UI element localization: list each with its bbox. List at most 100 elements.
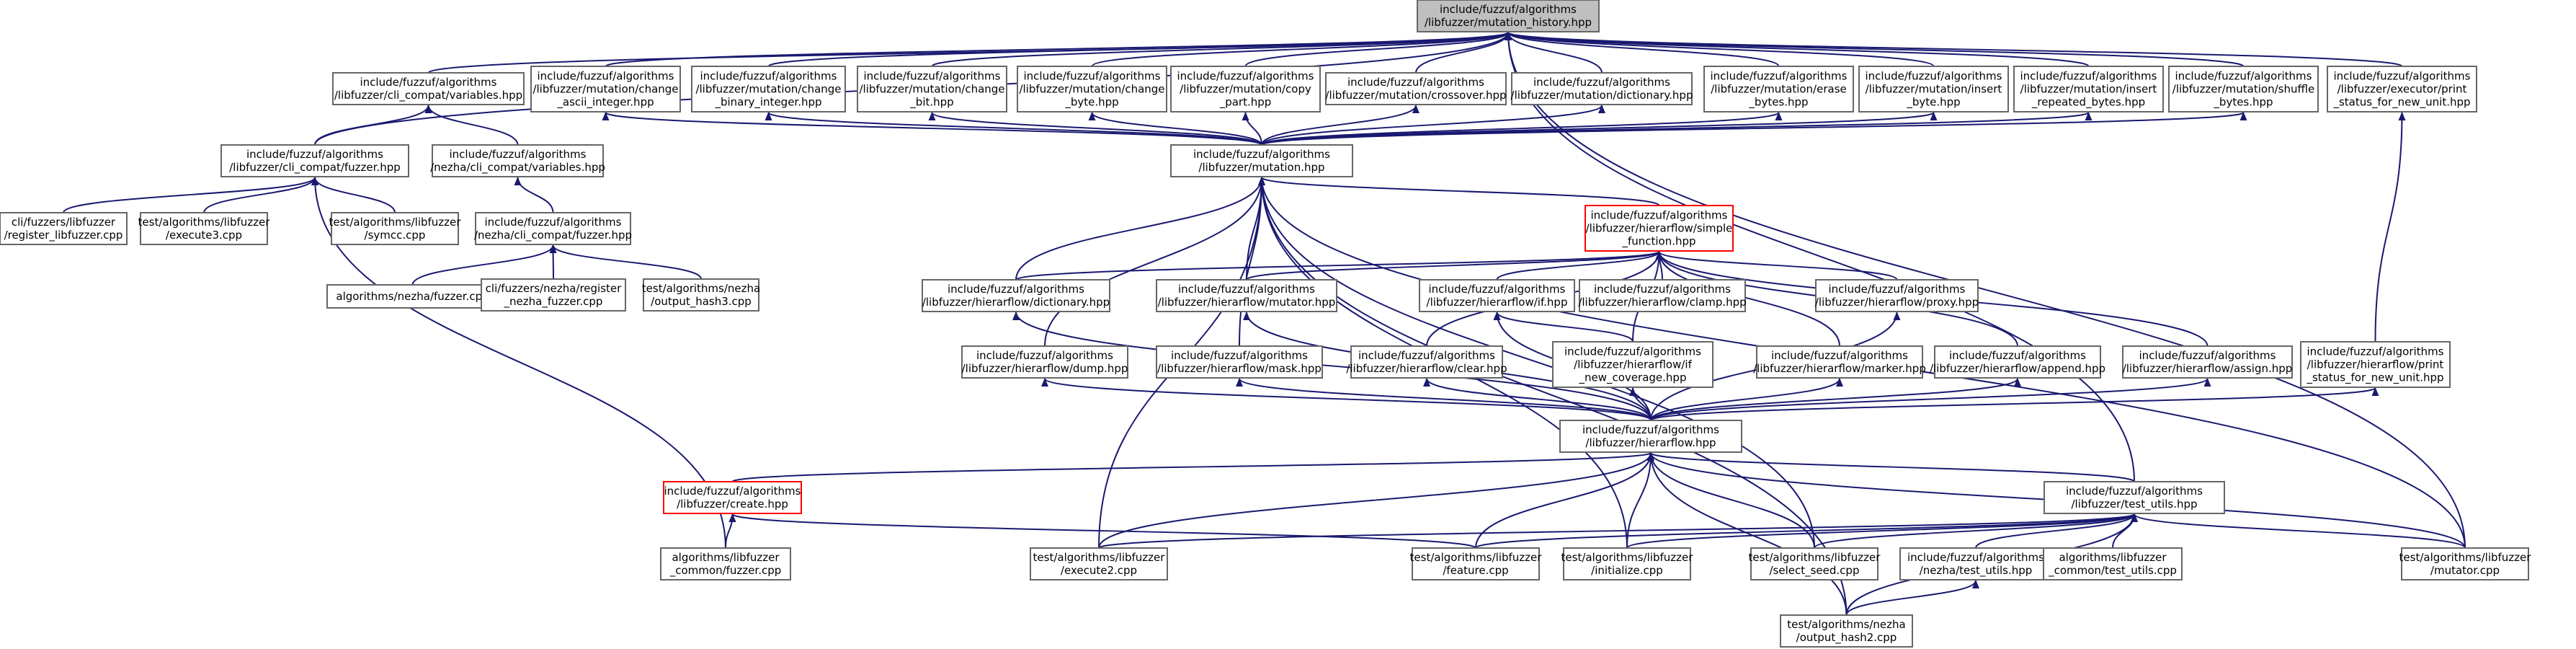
edge-test_feature-to-test_utils_hpp	[1475, 513, 2138, 549]
node-simple_function[interactable]: include/fuzzuf/algorithms/libfuzzer/hier…	[1585, 205, 1734, 252]
edge-test_select_seed-to-mutation	[1258, 177, 1815, 549]
node-box	[2043, 547, 2183, 580]
edge-mutation-to-m_shuffle_bytes	[1261, 112, 2247, 146]
node-label-line: /libfuzzer/hierarflow/dictionary.hpp	[922, 296, 1110, 309]
edge-hierarflow-to-hf_assign	[1650, 378, 2211, 421]
node-test_output_hash2[interactable]: test/algorithms/nezha/output_hash2.cpp	[1780, 614, 1913, 648]
node-label-line: _new_coverage.hpp	[1579, 371, 1687, 385]
node-label-line: include/fuzzuf/algorithms	[450, 148, 587, 161]
node-box	[663, 481, 802, 514]
node-label-line: /symcc.cpp	[365, 229, 426, 242]
node-label-line: algorithms/libfuzzer	[672, 551, 780, 564]
node-label-line: include/fuzzuf/algorithms	[1171, 349, 1308, 362]
node-box	[2044, 481, 2225, 514]
node-hf_marker[interactable]: include/fuzzuf/algorithms/libfuzzer/hier…	[1753, 345, 1926, 379]
edge-test_initialize-to-hierarflow	[1626, 452, 1654, 549]
node-label-line: test/algorithms/libfuzzer	[329, 216, 462, 229]
node-box	[1156, 279, 1337, 312]
node-label-line: _common/test_utils.cpp	[2048, 564, 2177, 578]
node-label-line: /libfuzzer/mutation/dictionary.hpp	[1511, 89, 1693, 102]
node-label-line: include/fuzzuf/algorithms	[1533, 76, 1670, 89]
node-label-line: include/fuzzuf/algorithms	[1594, 283, 1731, 296]
node-m_change_bit[interactable]: include/fuzzuf/algorithms/libfuzzer/muta…	[857, 66, 1007, 112]
node-cli_fuzzer[interactable]: include/fuzzuf/algorithms/libfuzzer/cli_…	[220, 144, 409, 177]
node-m_change_byte[interactable]: include/fuzzuf/algorithms/libfuzzer/muta…	[1017, 66, 1167, 112]
node-test_feature[interactable]: test/algorithms/libfuzzer/feature.cpp	[1410, 547, 1543, 580]
node-libfuzzer_common_test_utils[interactable]: algorithms/libfuzzer_common/test_utils.c…	[2043, 547, 2183, 580]
node-box	[1858, 66, 2009, 112]
node-box	[1563, 547, 1691, 580]
node-label-line: include/fuzzuf/algorithms	[1178, 283, 1315, 296]
node-test_initialize[interactable]: test/algorithms/libfuzzer/initialize.cpp	[1561, 547, 1694, 580]
edge-hf_dictionary-to-mutation	[1015, 177, 1265, 281]
node-test_execute2[interactable]: test/algorithms/libfuzzer/execute2.cpp	[1030, 547, 1168, 580]
node-hf_clamp[interactable]: include/fuzzuf/algorithms/libfuzzer/hier…	[1578, 279, 1747, 312]
node-box	[1156, 345, 1323, 379]
node-label-line: include/fuzzuf/algorithms	[1711, 70, 1848, 83]
node-hierarflow[interactable]: include/fuzzuf/algorithms/libfuzzer/hier…	[1559, 420, 1742, 453]
node-hf_if_new_coverage[interactable]: include/fuzzuf/algorithms/libfuzzer/hier…	[1552, 341, 1713, 388]
node-label-line: /libfuzzer/create.hpp	[677, 498, 788, 511]
node-mutation_history[interactable]: include/fuzzuf/algorithms/libfuzzer/muta…	[1417, 0, 1600, 32]
edge-m_change_bit-to-mutation_history	[931, 32, 1512, 67]
node-box	[1585, 205, 1734, 252]
edge-hf_if-to-simple_function	[1496, 251, 1663, 281]
node-hf_proxy[interactable]: include/fuzzuf/algorithms/libfuzzer/hier…	[1815, 279, 1979, 312]
node-m_copy_part[interactable]: include/fuzzuf/algorithms/libfuzzer/muta…	[1170, 66, 1321, 112]
node-box	[1750, 547, 1878, 580]
node-m_insert_byte[interactable]: include/fuzzuf/algorithms/libfuzzer/muta…	[1858, 66, 2009, 112]
node-hf_assign[interactable]: include/fuzzuf/algorithms/libfuzzer/hier…	[2122, 345, 2293, 379]
node-label-line: include/fuzzuf/algorithms	[976, 349, 1113, 362]
edge-hierarflow-to-hf_dump	[1041, 378, 1652, 421]
node-test_utils_hpp[interactable]: include/fuzzuf/algorithms/libfuzzer/test…	[2044, 481, 2225, 514]
node-nezha_fuzzer_hpp[interactable]: include/fuzzuf/algorithms/nezha/cli_comp…	[474, 212, 632, 245]
node-test_mutator[interactable]: test/algorithms/libfuzzer/mutator.cpp	[2399, 547, 2532, 580]
node-nezha_register[interactable]: cli/fuzzers/nezha/register_nezha_fuzzer.…	[481, 278, 626, 312]
edge-test_output_hash2-to-nezha_test_utils	[1845, 580, 1979, 616]
edge-test_initialize-to-test_utils_hpp	[1626, 513, 2138, 549]
node-box	[1579, 279, 1746, 312]
node-cli_variables[interactable]: include/fuzzuf/algorithms/libfuzzer/cli_…	[332, 72, 525, 105]
edge-test_utils_hpp-to-hierarflow	[1647, 452, 2135, 482]
node-hf_append[interactable]: include/fuzzuf/algorithms/libfuzzer/hier…	[1930, 345, 2105, 379]
node-m_change_ascii[interactable]: include/fuzzuf/algorithms/libfuzzer/muta…	[530, 66, 681, 112]
node-nezha_fuzzer_cpp[interactable]: algorithms/nezha/fuzzer.cpp	[326, 284, 499, 309]
node-test_output_hash3[interactable]: test/algorithms/nezha/output_hash3.cpp	[642, 278, 760, 312]
node-exec_print_status[interactable]: include/fuzzuf/algorithms/libfuzzer/exec…	[2327, 66, 2477, 112]
node-hf_dump[interactable]: include/fuzzuf/algorithms/libfuzzer/hier…	[961, 345, 1128, 379]
edge-hierarflow-to-hf_print_status	[1650, 387, 2379, 421]
node-m_change_binary[interactable]: include/fuzzuf/algorithms/libfuzzer/muta…	[691, 66, 846, 112]
node-label-line: /libfuzzer/mutation/erase	[1711, 83, 1847, 96]
node-box	[1350, 345, 1503, 379]
node-nezha_variables[interactable]: include/fuzzuf/algorithms/nezha/cli_comp…	[430, 144, 605, 177]
node-label-line: _function.hpp	[1621, 235, 1695, 249]
node-label-line: /libfuzzer/hierarflow/print	[2307, 358, 2444, 371]
node-m_insert_repeated[interactable]: include/fuzzuf/algorithms/libfuzzer/muta…	[2013, 66, 2164, 112]
node-libfuzzer_common_fuzzer[interactable]: algorithms/libfuzzer_common/fuzzer.cpp	[660, 547, 791, 580]
node-hf_clear[interactable]: include/fuzzuf/algorithms/libfuzzer/hier…	[1346, 345, 1507, 379]
node-box	[530, 66, 681, 112]
edge-hf_marker-to-simple_function	[1655, 251, 1840, 347]
node-nezha_test_utils[interactable]: include/fuzzuf/algorithms/nezha/test_uti…	[1899, 547, 2052, 580]
node-m_shuffle_bytes[interactable]: include/fuzzuf/algorithms/libfuzzer/muta…	[2168, 66, 2319, 112]
node-box	[1559, 420, 1742, 453]
edge-hierarflow-to-hf_if_new_coverage	[1629, 387, 1652, 421]
node-label-line: /libfuzzer/mutation.hpp	[1198, 161, 1324, 174]
node-m_erase_bytes[interactable]: include/fuzzuf/algorithms/libfuzzer/muta…	[1703, 66, 1854, 112]
node-hf_dictionary[interactable]: include/fuzzuf/algorithms/libfuzzer/hier…	[922, 279, 1110, 312]
node-hf_mask[interactable]: include/fuzzuf/algorithms/libfuzzer/hier…	[1156, 345, 1323, 379]
node-label-line: test/algorithms/libfuzzer	[1749, 551, 1881, 564]
node-hf_if[interactable]: include/fuzzuf/algorithms/libfuzzer/hier…	[1419, 279, 1575, 312]
node-mutation[interactable]: include/fuzzuf/algorithms/libfuzzer/muta…	[1170, 144, 1353, 177]
node-m_crossover[interactable]: include/fuzzuf/algorithms/libfuzzer/muta…	[1325, 72, 1507, 105]
node-create_hpp[interactable]: include/fuzzuf/algorithms/libfuzzer/crea…	[663, 481, 802, 514]
node-hf_mutator[interactable]: include/fuzzuf/algorithms/libfuzzer/hier…	[1156, 279, 1337, 312]
node-test_select_seed[interactable]: test/algorithms/libfuzzer/select_seed.cp…	[1749, 547, 1881, 580]
node-test_symcc[interactable]: test/algorithms/libfuzzer/symcc.cpp	[329, 212, 462, 245]
node-test_execute3[interactable]: test/algorithms/libfuzzer/execute3.cpp	[138, 212, 271, 245]
node-register_libfuzzer[interactable]: cli/fuzzers/libfuzzer/register_libfuzzer…	[0, 212, 128, 245]
edge-hf_dump-to-mutation	[1044, 177, 1265, 347]
node-hf_print_status[interactable]: include/fuzzuf/algorithms/libfuzzer/hier…	[2300, 341, 2451, 388]
node-m_dictionary[interactable]: include/fuzzuf/algorithms/libfuzzer/muta…	[1511, 72, 1693, 105]
node-label-line: /libfuzzer/hierarflow/if	[1574, 358, 1692, 371]
